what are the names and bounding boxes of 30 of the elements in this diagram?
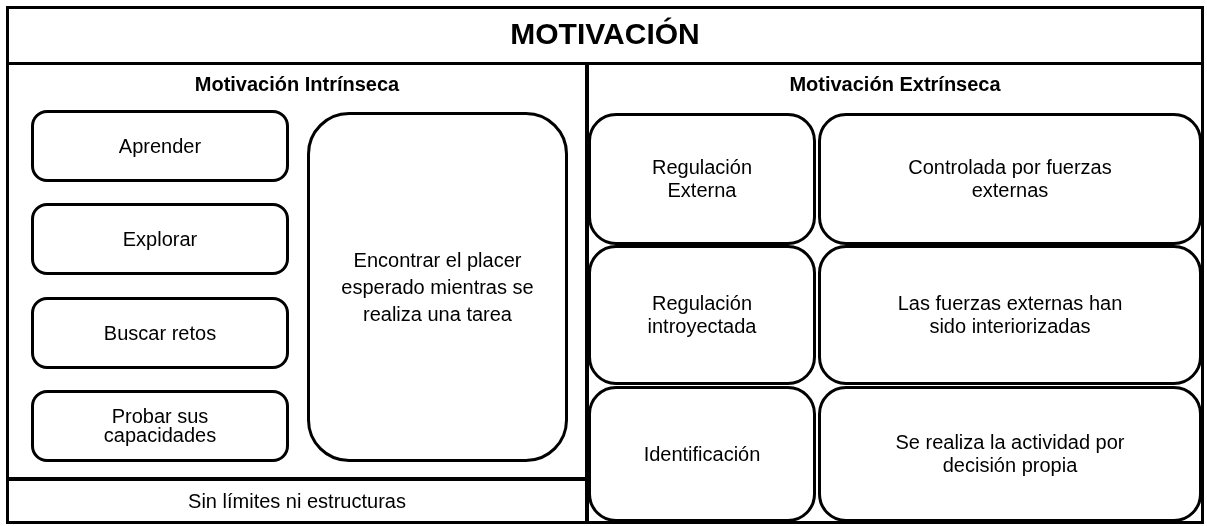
- box-text: Buscar retos: [102, 321, 218, 345]
- category-panel: [586, 62, 1204, 524]
- box-text: Se realiza la actividad por decisión propia: [894, 431, 1126, 477]
- box-text: Encontrar el placer esperado mientras se realiza una tarea: [340, 247, 535, 327]
- rounded-box: [588, 386, 816, 522]
- box-text: Explorar: [121, 227, 199, 251]
- rounded-box: [588, 245, 816, 385]
- box-text: Aprender: [117, 134, 203, 158]
- category-panel: [6, 62, 588, 480]
- box-text: Controlada por fuerzas externas: [907, 156, 1113, 202]
- box-text: Regulación Externa: [650, 156, 754, 202]
- box-text: Las fuerzas externas han sido interiorizadas: [896, 292, 1124, 338]
- rounded-box: [31, 110, 289, 182]
- rounded-box: [307, 112, 568, 462]
- panel-heading: Motivación Extrínseca: [789, 73, 1001, 96]
- box-text: Regulación introyectada: [646, 292, 758, 338]
- box-text: Probar sus capacidades: [102, 407, 218, 445]
- rounded-box: [588, 113, 816, 245]
- rounded-box: [31, 390, 289, 462]
- diagram-frame: [6, 6, 1204, 524]
- rounded-box: [818, 245, 1202, 385]
- rounded-box: [31, 297, 289, 369]
- rounded-box: [31, 203, 289, 275]
- rounded-box: [818, 113, 1202, 245]
- rounded-box: [818, 386, 1202, 522]
- box-text: Identificación: [642, 442, 762, 466]
- frame-heading: MOTIVACIÓN: [510, 17, 700, 52]
- footer-band: [6, 478, 588, 524]
- panel-heading: Motivación Intrínseca: [194, 73, 400, 96]
- box-text: Sin límites ni estructuras: [187, 489, 407, 513]
